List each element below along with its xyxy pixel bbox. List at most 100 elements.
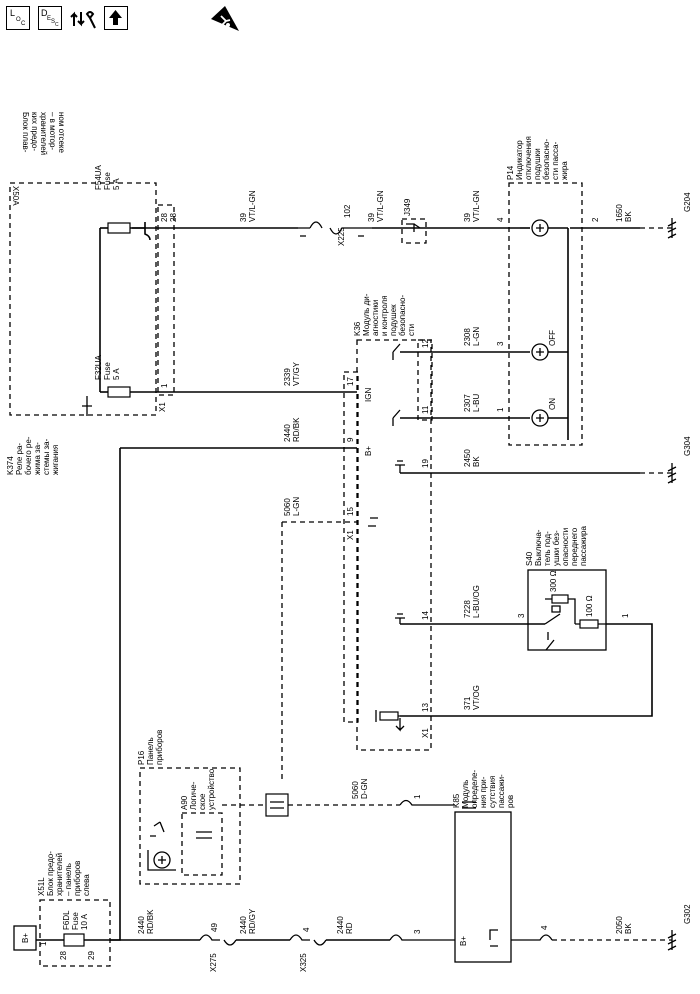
p16-label: P16 Панель приборов	[137, 730, 164, 765]
diagnostic-tool-icon[interactable]	[68, 4, 98, 34]
up-arrow-icon[interactable]	[104, 6, 128, 30]
svg-text:Реле ра-: Реле ра-	[15, 443, 24, 475]
ground-g302-symbol[interactable]	[667, 930, 677, 951]
k36-pin-19: 19	[421, 459, 430, 468]
p16-airbag-icon	[150, 821, 165, 837]
svg-text:ких предо-: ких предо-	[30, 112, 39, 151]
wire-s40-pin1[interactable]	[400, 623, 653, 717]
wire-2339-label: 2339 VT/GY	[283, 361, 301, 386]
k374-relay[interactable]	[82, 396, 92, 416]
fuse-f6dl[interactable]	[63, 933, 85, 947]
connector-x275[interactable]	[199, 934, 237, 946]
svg-text:BK: BK	[624, 923, 633, 934]
k36-pin-13: 13	[421, 703, 430, 712]
bplus-supply-box[interactable]	[13, 925, 37, 951]
svg-text:Блок предо-: Блок предо-	[46, 851, 55, 896]
k85-pin-1: 1	[413, 794, 422, 799]
x275-pin: 49	[210, 923, 219, 932]
k36-resistor-13-lead	[375, 710, 405, 732]
k85-pin-3: 3	[413, 929, 422, 934]
s40-r100-label: 100 Ω	[585, 595, 594, 617]
svg-text:Панель: Панель	[146, 737, 155, 765]
k85-label: K85 Модуль определе- ния при- сутствия п…	[452, 770, 515, 808]
svg-text:RD/BK: RD/BK	[292, 417, 301, 442]
j349-box	[401, 218, 427, 244]
location-icon-letter-small: O	[16, 17, 21, 23]
p16-lamp-icon[interactable]	[153, 851, 171, 869]
k85-pin-4: 4	[540, 925, 549, 930]
wire-39a-label: 39 VT/L-GN	[239, 190, 257, 222]
svg-text:F6DL: F6DL	[62, 910, 71, 930]
j349-splice[interactable]	[406, 223, 421, 232]
svg-text:Модуль: Модуль	[461, 780, 470, 808]
svg-text:Блок плав-: Блок плав-	[21, 112, 30, 153]
k36-ground-19[interactable]	[395, 460, 405, 473]
x51l-pin-29: 29	[87, 951, 96, 960]
location-icon-letter-corner: C	[21, 21, 26, 27]
wire-2450-label: 2450 BK	[463, 449, 481, 467]
svg-text:ров: ров	[506, 795, 515, 808]
connector-k85-4[interactable]	[511, 934, 553, 941]
wire-5060b-label: 5060 D-GN	[351, 778, 369, 799]
k36-switch-11[interactable]	[392, 409, 401, 426]
k36-switch-12[interactable]	[392, 343, 401, 360]
svg-text:Выключа-: Выключа-	[534, 529, 543, 566]
s40-resistor-300-leads	[545, 598, 576, 624]
wire-5060-lgn[interactable]	[281, 521, 357, 780]
svg-text:сутствия: сутствия	[488, 776, 497, 808]
fuse-f32ua[interactable]	[107, 386, 131, 398]
svg-text:5 A: 5 A	[112, 178, 121, 190]
connector-x225[interactable]	[298, 221, 372, 237]
fuse-f54ua[interactable]	[107, 222, 131, 234]
location-icon[interactable]: L O C	[6, 6, 30, 30]
k36-label: K36 Модуль ди- агностики и контроля поду…	[353, 293, 416, 336]
ground-g204-symbol[interactable]	[667, 218, 677, 239]
svg-text:хранителей: хранителей	[55, 853, 64, 896]
wire-2050-label: 2050 BK	[615, 916, 633, 934]
svg-text:тель под-: тель под-	[543, 531, 552, 566]
wire-2440b-label: 2440 RD/BK	[137, 909, 155, 934]
x275-label: X275	[209, 953, 218, 972]
svg-text:2440: 2440	[137, 916, 146, 934]
x1-pin-28: 28	[160, 213, 169, 222]
description-icon[interactable]: D E S C	[38, 6, 62, 30]
svg-text:Модуль ди-: Модуль ди-	[362, 293, 371, 336]
j349-label: J349	[403, 198, 412, 216]
p16-box	[139, 767, 241, 885]
p14-lamp-top-rays	[536, 224, 544, 232]
k36-pin-11: 11	[421, 405, 430, 414]
x50a-code: X50A	[11, 186, 20, 206]
k36-resistor-13[interactable]	[379, 711, 399, 721]
svg-text:Индикатор: Индикатор	[515, 140, 524, 180]
svg-text:2050: 2050	[615, 916, 624, 934]
svg-text:39: 39	[367, 213, 376, 222]
svg-text:10 A: 10 A	[80, 913, 89, 930]
svg-text:VT/GY: VT/GY	[292, 361, 301, 386]
svg-text:сти пасса-: сти пасса-	[551, 141, 560, 180]
s40-switch[interactable]	[544, 613, 561, 651]
s40-key-icon	[551, 605, 561, 613]
ground-g204-label: G204	[683, 192, 692, 212]
wire-2440-riser[interactable]	[110, 448, 121, 941]
data-link-connector[interactable]	[265, 793, 289, 817]
connector-x325[interactable]	[289, 934, 327, 946]
k36-pin-14: 14	[421, 611, 430, 620]
svg-text:S40: S40	[525, 551, 534, 566]
ground-g304-symbol[interactable]	[667, 463, 677, 484]
k36-box	[356, 339, 432, 751]
svg-text:приборов: приборов	[73, 861, 82, 896]
svg-text:ном отсеке: ном отсеке	[57, 112, 66, 153]
p14-off-lamp-rays	[536, 348, 544, 356]
fuse-f32ua-label: F32UA Fuse 5 A	[94, 354, 121, 380]
wire-371-label: 371 VT/OG	[463, 685, 481, 710]
ground-g304-label: G304	[683, 436, 692, 456]
svg-text:F32UA: F32UA	[94, 354, 103, 380]
svg-text:K85: K85	[452, 793, 461, 808]
s40-r300-label: 300 Ω	[549, 570, 558, 592]
connector-k85-1[interactable]	[399, 799, 455, 806]
k36-ground-14[interactable]	[395, 613, 405, 624]
connector-k85-3[interactable]	[389, 934, 455, 941]
a90-label: A90 Логиче- ское устройство	[180, 768, 216, 810]
k36-pin-9: 9	[346, 437, 355, 442]
svg-text:ское: ское	[198, 793, 207, 810]
